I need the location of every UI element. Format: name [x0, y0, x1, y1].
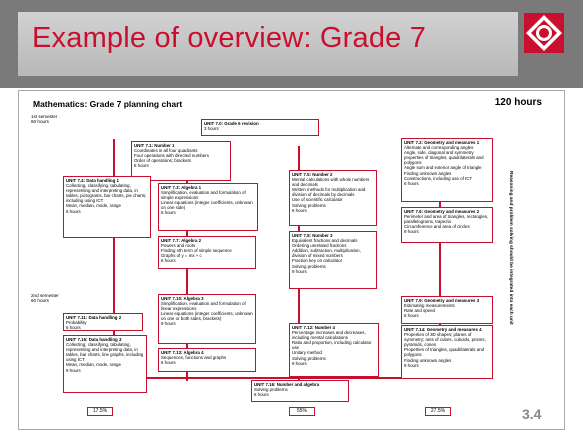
unit-desc: Estimating measurements Rate and speed 6…	[404, 303, 455, 319]
unit-desc: Alternate and corresponding angles Angle…	[404, 145, 484, 186]
unit-7-9: UNIT 7.9: Geometry and measures 3 Estima…	[401, 296, 493, 324]
unit-desc: Collecting, classifying, tabulating, rep…	[66, 342, 144, 373]
unit-name: UNIT 7.12: Number 4	[292, 325, 335, 330]
semester-1-label: 1st semester 60 hours	[31, 114, 58, 125]
unit-name: UNIT 7.7: Algebra 2	[161, 238, 202, 243]
unit-name: UNIT 7.6: Geometry and measures 2	[404, 209, 480, 214]
page-number: 3.4	[522, 406, 542, 422]
unit-7-14: UNIT 7.14: Geometry and measures 4 Prope…	[401, 325, 493, 379]
chart-total: 120 hours	[494, 97, 542, 108]
connector-line	[113, 139, 115, 379]
unit-7-8: UNIT 7.8: Number 3 Equivalent fractions …	[289, 231, 377, 289]
unit-desc: Solving problems 6 hours	[254, 387, 288, 398]
unit-desc: Mental calculations with whole numbers a…	[292, 177, 370, 213]
unit-name: UNIT 7.14: Geometry and measures 4	[404, 327, 482, 332]
unit-name: UNIT 7.11: Data handling 2	[66, 315, 122, 320]
unit-7-1: UNIT 7.1: Number 1 Coordinates in all fo…	[131, 141, 231, 181]
unit-name: UNIT 7.16: Number and algebra	[254, 382, 320, 387]
planning-chart: Mathematics: Grade 7 planning chart 120 …	[18, 90, 565, 430]
unit-name: UNIT 7.5: Number 2	[292, 172, 333, 177]
unit-7-4: UNIT 7.4: Data handling 1 Collecting, cl…	[63, 176, 151, 238]
unit-name: UNIT 7.8: Number 3	[292, 233, 333, 238]
unit-name: UNIT 7.10: Algebra 3	[161, 296, 204, 301]
unit-name: UNIT 7.15: Data handling 3	[66, 337, 122, 342]
unit-7-13: UNIT 7.13: Algebra 4 Sequences, function…	[158, 348, 256, 372]
connector-line	[439, 145, 441, 377]
logo-icon	[524, 13, 564, 53]
unit-7-11: UNIT 7.11: Data handling 2 Probability 6…	[63, 313, 143, 331]
unit-desc: Simplification, evaluation and formulati…	[161, 190, 253, 216]
connector-line	[67, 377, 447, 379]
unit-7-6: UNIT 7.6: Geometry and measures 2 Perime…	[401, 207, 493, 243]
unit-7-15: UNIT 7.15: Data handling 3 Collecting, c…	[63, 335, 147, 393]
semester-2-label: 2nd semester 60 hours	[31, 293, 59, 304]
unit-7-2: UNIT 7.2: Geometry and measures 1 Altern…	[401, 138, 493, 202]
unit-name: UNIT 7.4: Data handling 1	[66, 178, 119, 183]
unit-desc: Sequences, functions and graphs 6 hours	[161, 355, 227, 366]
unit-7-7: UNIT 7.7: Algebra 2 Powers and roots Fin…	[158, 236, 256, 269]
unit-7-16: UNIT 7.16: Number and algebra Solving pr…	[251, 380, 349, 402]
unit-7-3: UNIT 7.3: Algebra 1 Simplification, eval…	[158, 183, 258, 231]
unit-7-12: UNIT 7.12: Number 4 Percentage increases…	[289, 323, 379, 377]
unit-desc: Simplification, evaluation and formulati…	[161, 301, 253, 327]
slide-title: Example of overview: Grade 7	[32, 22, 427, 54]
unit-desc: Percentage increases and decreases, incl…	[292, 330, 372, 366]
percentage-box: 55%	[289, 407, 315, 416]
unit-desc: 3 hours	[204, 126, 219, 132]
unit-desc: Powers and roots Finding nth term of sim…	[161, 243, 232, 264]
unit-desc: Equivalent fractions and decimals Orderi…	[292, 238, 361, 274]
unit-7-5: UNIT 7.5: Number 2 Mental calculations w…	[289, 170, 377, 226]
chart-title: Mathematics: Grade 7 planning chart	[33, 99, 183, 109]
unit-name: UNIT 7.1: Number 1	[134, 143, 175, 148]
unit-desc: Collecting, classifying, tabulating, rep…	[66, 183, 147, 214]
unit-desc: Properties of 3D shapes; planes of symme…	[404, 332, 486, 368]
side-note: Reasoning and problem solving should be …	[508, 171, 513, 325]
unit-7-10: UNIT 7.10: Algebra 3 Simplification, eva…	[158, 294, 256, 344]
unit-desc: Coordinates in all four quadrants Four o…	[134, 148, 209, 169]
unit-name: UNIT 7.0: Grade 6 revision	[204, 121, 259, 126]
unit-name: UNIT 7.13: Algebra 4	[161, 350, 204, 355]
unit-desc: Probability 6 hours	[66, 320, 87, 331]
unit-name: UNIT 7.3: Algebra 1	[161, 185, 202, 190]
unit-name: UNIT 7.2: Geometry and measures 1	[404, 140, 480, 145]
percentage-box: 27.5%	[425, 407, 451, 416]
title-box	[18, 12, 518, 76]
percentage-box: 17.5%	[87, 407, 113, 416]
unit-desc: Perimeter and area of triangles, rectang…	[404, 214, 489, 235]
unit-name: UNIT 7.9: Geometry and measures 3	[404, 298, 480, 303]
unit-7-0: UNIT 7.0: Grade 6 revision 3 hours	[201, 119, 319, 136]
